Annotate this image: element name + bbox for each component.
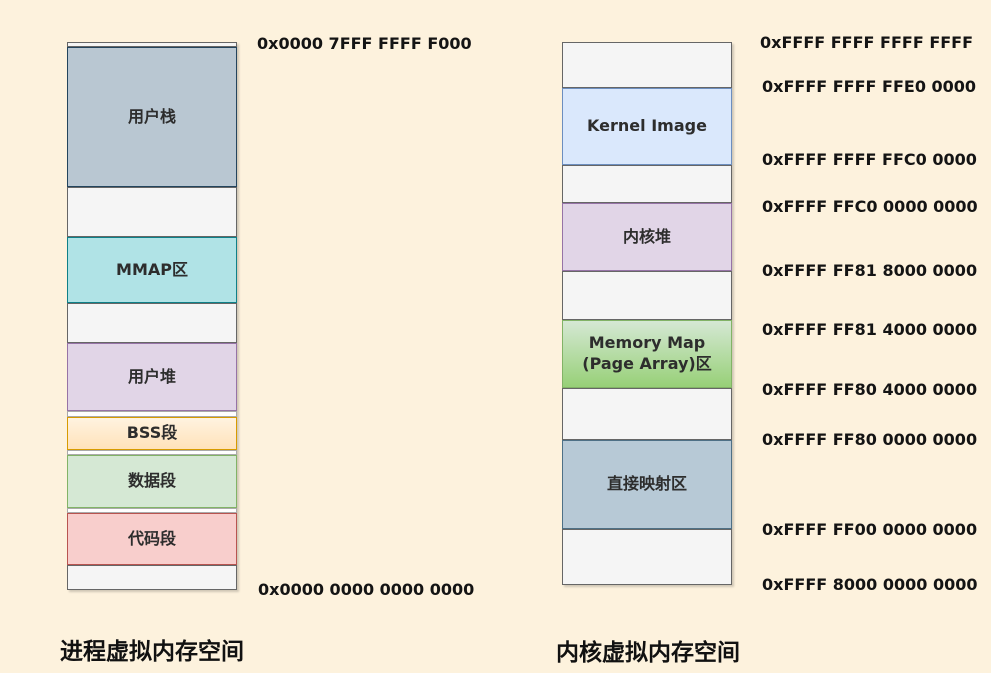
segment-empty-top (562, 42, 732, 88)
kernel-memory-title: 内核虚拟内存空间 (556, 640, 740, 666)
segment-direct-map-label: 直接映射区 (606, 474, 687, 494)
segment-bss: BSS段 (67, 417, 237, 450)
segment-bss-label: BSS段 (126, 423, 178, 443)
segment-kernel-heap: 内核堆 (562, 203, 732, 271)
address-label: 0xFFFF FFFF FFC0 0000 (762, 150, 977, 169)
address-label: 0xFFFF FFC0 0000 0000 (762, 197, 978, 216)
segment-memory-map-label: Memory Map (Page Array)区 (582, 333, 712, 373)
segment-empty-3 (67, 565, 237, 590)
segment-direct-map: 直接映射区 (562, 440, 732, 529)
process-memory-column: 用户栈 MMAP区用户堆 BSS段数据段代码段 (67, 42, 237, 590)
segment-code-label: 代码段 (127, 528, 176, 548)
segment-mmap-label: MMAP区 (116, 259, 188, 279)
segment-code: 代码段 (67, 513, 237, 565)
segment-empty-2 (562, 271, 732, 320)
segment-gap-2 (67, 450, 237, 455)
address-label: 0xFFFF FF81 8000 0000 (762, 261, 978, 280)
segment-empty-1 (67, 187, 237, 237)
address-label: 0xFFFF FFFF FFFF FFFF (760, 33, 974, 52)
segment-data-label: 数据段 (127, 471, 176, 491)
address-label: 0xFFFF FF81 4000 0000 (762, 320, 978, 339)
segment-gap-1 (67, 411, 237, 417)
segment-empty-4 (562, 529, 732, 585)
address-label: 0xFFFF FF80 4000 0000 (762, 380, 978, 399)
address-label: 0xFFFF FFFF FFE0 0000 (762, 77, 977, 96)
segment-mmap: MMAP区 (67, 237, 237, 303)
segment-user-heap-label: 用户堆 (127, 366, 176, 386)
address-label: 0x0000 0000 0000 0000 (258, 580, 475, 599)
address-label: 0xFFFF 8000 0000 0000 (762, 575, 978, 594)
segment-user-stack: 用户栈 (67, 47, 237, 187)
kernel-memory-column: Kernel Image 内核堆 Memory Map (Page Array)区直… (562, 42, 732, 585)
address-label: 0xFFFF FF00 0000 0000 (762, 520, 978, 539)
address-label: 0x0000 7FFF FFFF F000 (257, 34, 472, 53)
segment-empty-3 (562, 388, 732, 440)
segment-user-stack-label: 用户栈 (127, 106, 176, 126)
segment-kernel-image-label: Kernel Image (587, 116, 707, 136)
segment-empty-2 (67, 303, 237, 343)
segment-gap-3 (67, 508, 237, 513)
segment-data: 数据段 (67, 455, 237, 508)
segment-kernel-image: Kernel Image (562, 88, 732, 165)
segment-kernel-heap-label: 内核堆 (622, 226, 671, 246)
process-memory-title: 进程虚拟内存空间 (60, 639, 244, 665)
segment-top-gap (67, 42, 237, 47)
segment-memory-map: Memory Map (Page Array)区 (562, 320, 732, 388)
segment-user-heap: 用户堆 (67, 343, 237, 411)
address-label: 0xFFFF FF80 0000 0000 (762, 430, 978, 449)
segment-empty-1 (562, 165, 732, 203)
